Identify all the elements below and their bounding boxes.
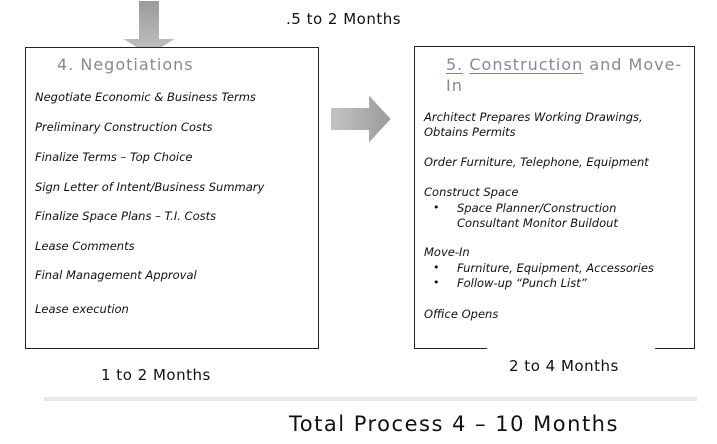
bullet-icon: • [433,261,440,274]
total-process: Total Process 4 – 10 Months [289,412,619,436]
negotiation-item: Lease Comments [35,239,135,253]
negotiation-item: Preliminary Construction Costs [35,120,213,134]
border-gap [487,346,655,352]
construction-title-word: Construction [469,55,584,74]
construction-item: Move-In [424,245,470,259]
bullet-icon: • [433,201,440,214]
top-duration: .5 to 2 Months [286,10,402,28]
construction-item: Order Furniture, Telephone, Equipment [424,155,649,169]
construction-title-rest: and Move- [583,55,683,74]
negotiation-item: Finalize Terms – Top Choice [35,150,193,164]
construction-subitem: Follow-up “Punch List” [457,276,587,290]
construction-title-line2: In [446,76,463,95]
construction-item: Architect Prepares Working Drawings, [424,110,643,124]
right-arrow-icon [330,93,394,148]
construction-duration: 2 to 4 Months [509,357,619,375]
construction-item-cont: Obtains Permits [424,125,516,139]
divider [44,397,697,401]
negotiation-item: Final Management Approval [35,268,197,282]
negotiations-title: 4. Negotiations [57,55,194,74]
bullet-icon: • [433,276,440,289]
construction-item: Construct Space [424,185,519,199]
negotiations-box [25,47,319,349]
negotiation-item: Finalize Space Plans – T.I. Costs [35,209,217,223]
negotiation-item: Lease execution [35,302,129,316]
construction-subitem-cont: Consultant Monitor Buildout [457,216,618,230]
construction-title-number: 5. [446,55,464,74]
negotiation-item: Negotiate Economic & Business Terms [35,90,256,104]
negotiations-duration: 1 to 2 Months [101,366,211,384]
construction-subitem: Space Planner/Construction [457,201,617,215]
construction-item: Office Opens [424,307,499,321]
construction-title: 5. Construction and Move- [446,55,682,74]
construction-subitem: Furniture, Equipment, Accessories [457,261,654,275]
negotiation-item: Sign Letter of Intent/Business Summary [35,180,265,194]
